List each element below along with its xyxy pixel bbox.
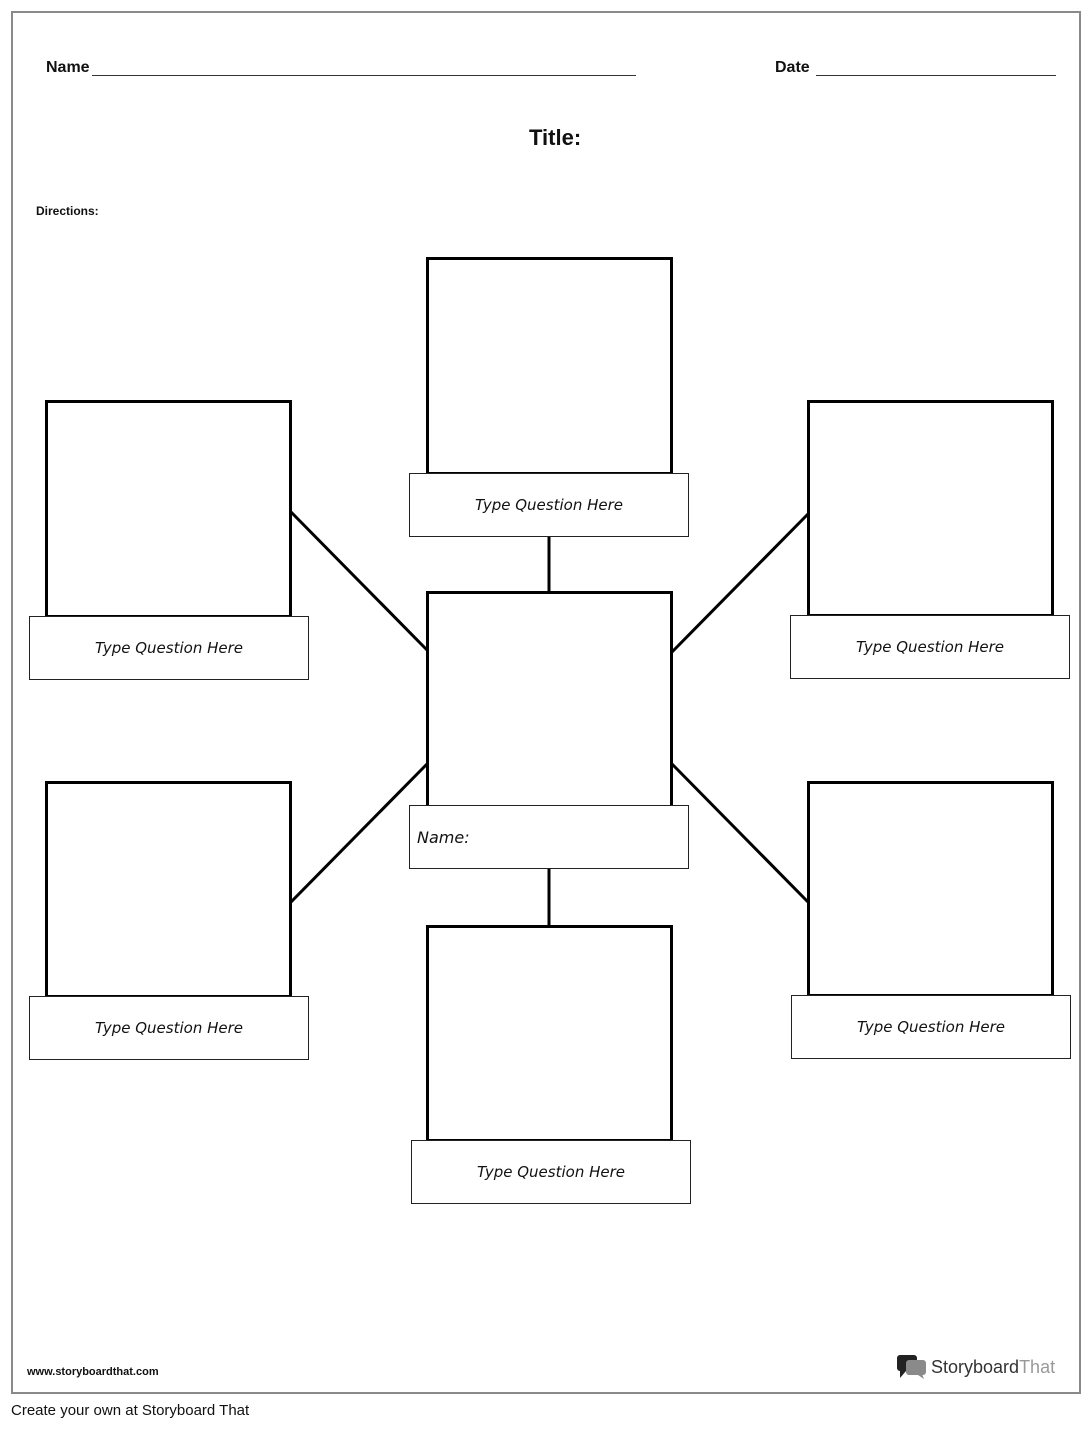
- directions-label: Directions:: [36, 204, 99, 218]
- question-box-left-upper[interactable]: Type Question Here: [29, 616, 309, 680]
- image-box-left-lower[interactable]: [45, 781, 292, 998]
- date-label: Date: [775, 59, 810, 76]
- page-title: Title:: [529, 125, 582, 150]
- connector-right-upper: [670, 512, 810, 654]
- name-line[interactable]: [92, 75, 636, 76]
- image-box-bottom[interactable]: [426, 925, 673, 1142]
- image-box-left-upper[interactable]: [45, 400, 292, 618]
- image-box-right-lower[interactable]: [807, 781, 1054, 997]
- worksheet-border: [11, 11, 1081, 1394]
- create-your-own-link[interactable]: Create your own at Storyboard That: [11, 1402, 250, 1419]
- question-box-bottom[interactable]: Type Question Here: [411, 1140, 691, 1204]
- footer-url[interactable]: www.storyboardthat.com: [27, 1366, 159, 1378]
- date-line[interactable]: [816, 75, 1056, 76]
- question-box-right-upper[interactable]: Type Question Here: [790, 615, 1070, 679]
- question-box-right-lower[interactable]: Type Question Here: [791, 995, 1071, 1059]
- image-box-center[interactable]: [426, 591, 673, 808]
- connector-left-upper: [289, 510, 429, 652]
- center-name-box[interactable]: Name:: [409, 805, 689, 869]
- question-box-left-lower[interactable]: Type Question Here: [29, 996, 309, 1060]
- question-box-top[interactable]: Type Question Here: [409, 473, 689, 537]
- image-box-top[interactable]: [426, 257, 673, 475]
- name-label: Name: [46, 59, 90, 76]
- connector-right-lower: [670, 762, 810, 904]
- logo-text-storyboard: Storyboard: [931, 1356, 1020, 1377]
- speech-bubbles-icon: [897, 1355, 926, 1379]
- logo-text-that: That: [1019, 1356, 1056, 1377]
- connector-left-lower: [289, 762, 429, 904]
- image-box-right-upper[interactable]: [807, 400, 1054, 617]
